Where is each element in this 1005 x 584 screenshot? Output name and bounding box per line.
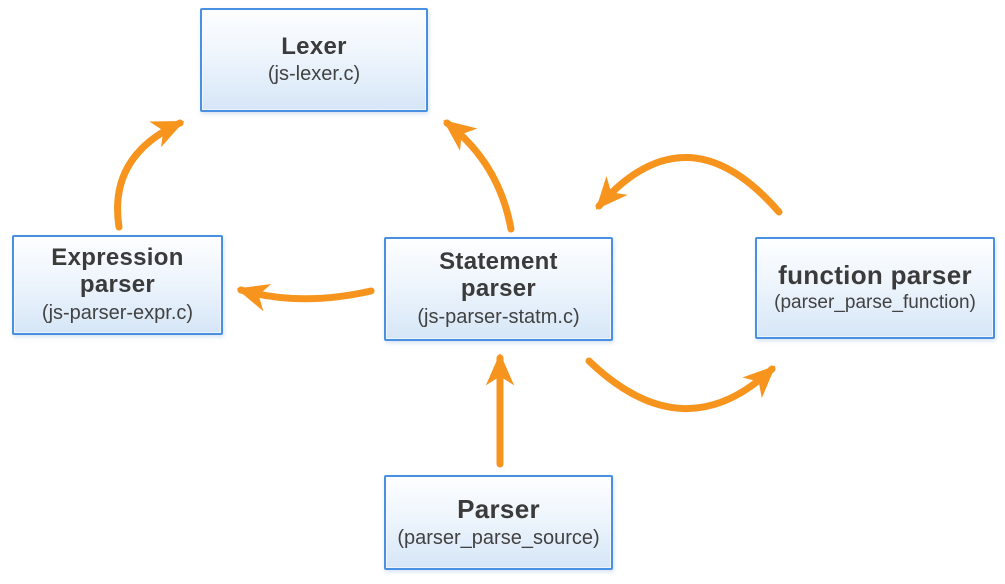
node-parser-title: Parser [457, 493, 540, 524]
node-lexer-title: Lexer [281, 32, 347, 60]
node-statement-parser-title: Statement parser [439, 248, 558, 302]
arrow-statement-to-lexer [443, 119, 515, 233]
node-expression-parser-title: Expression parser [51, 244, 184, 298]
node-parser: Parser (parser_parse_source) [384, 475, 613, 570]
node-expression-parser: Expression parser (js-parser-expr.c) [12, 235, 223, 335]
node-statement-parser-subtitle: (js-parser-statm.c) [417, 305, 580, 328]
node-expression-parser-subtitle: (js-parser-expr.c) [41, 301, 194, 324]
node-parser-subtitle: (parser_parse_source) [397, 527, 600, 550]
node-statement-parser: Statement parser (js-parser-statm.c) [384, 237, 613, 341]
arrow-function-to-statement [595, 154, 783, 216]
node-function-parser-subtitle: (parser_parse_function) [774, 292, 976, 314]
arrow-statement-to-function [585, 357, 776, 412]
node-function-parser-title: function parser [778, 260, 972, 291]
arrow-statement-to-expression [236, 283, 375, 312]
node-function-parser: function parser (parser_parse_function) [755, 237, 995, 339]
node-lexer: Lexer (js-lexer.c) [200, 8, 428, 112]
node-lexer-subtitle: (js-lexer.c) [267, 63, 361, 86]
arrow-expression-to-lexer [114, 119, 185, 231]
